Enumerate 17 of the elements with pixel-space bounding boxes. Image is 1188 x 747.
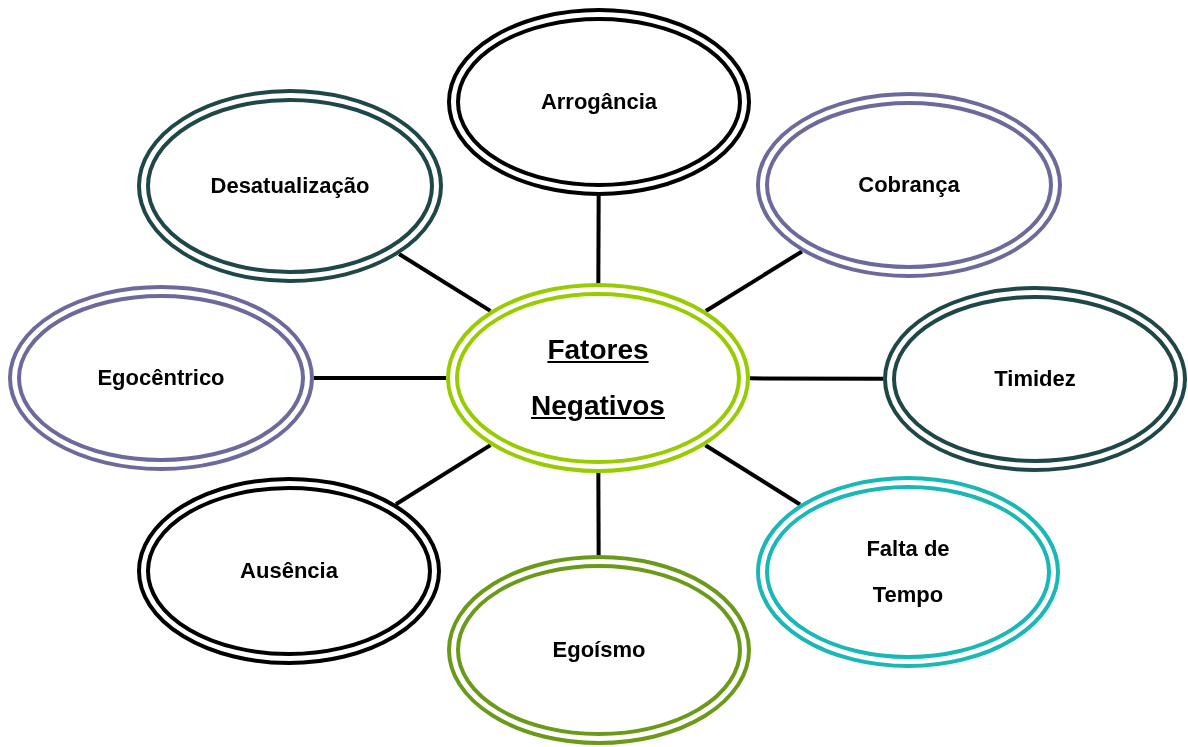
connector-line xyxy=(750,376,883,381)
connector-line xyxy=(314,376,446,380)
factor-label: Egocêntrico xyxy=(96,364,226,392)
connector-line xyxy=(596,473,601,555)
connector-line xyxy=(704,249,803,313)
connector-line xyxy=(704,443,802,507)
factor-label: Cobrança xyxy=(857,171,961,199)
factor-label: Falta de Tempo xyxy=(865,535,951,609)
factor-label: Desatualização xyxy=(209,172,371,200)
connector-line xyxy=(394,443,492,506)
central-topic-label: Fatores Negativos xyxy=(530,333,666,423)
factor-label: Arrogância xyxy=(539,88,659,116)
factor-label: Ausência xyxy=(239,557,339,585)
connector-line xyxy=(596,196,601,283)
factor-label: Timidez xyxy=(993,365,1077,393)
factor-label: Egoísmo xyxy=(551,636,647,664)
connector-line xyxy=(398,252,492,313)
